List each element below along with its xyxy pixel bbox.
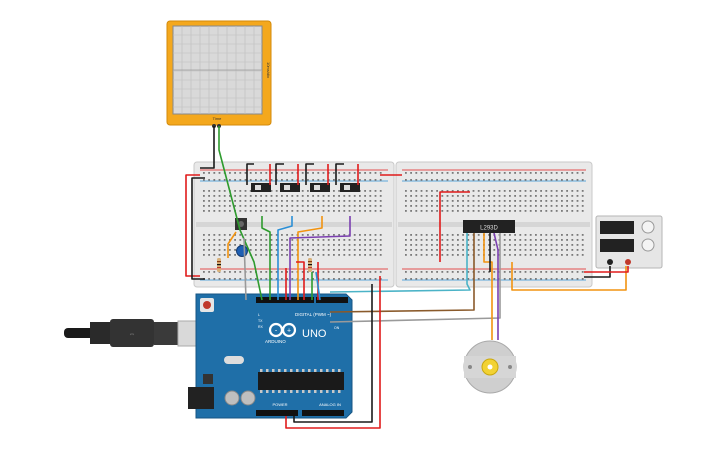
wire-scope-black bbox=[200, 126, 215, 169]
arduino-logo: - + bbox=[268, 322, 297, 338]
wire-button-orange bbox=[227, 231, 237, 258]
power-supply[interactable] bbox=[595, 215, 663, 269]
power-supply-pos-terminal[interactable] bbox=[625, 259, 631, 265]
atmega-chip-pins bbox=[260, 369, 341, 393]
wire-psu-black bbox=[584, 266, 611, 278]
wire-arduino-5v-red bbox=[285, 276, 381, 429]
wire-switch4-purple bbox=[289, 216, 351, 300]
wire-psu-orange bbox=[511, 262, 627, 291]
wire-ic-teal bbox=[329, 233, 471, 293]
digital-header-label: DIGITAL (PWM ~) bbox=[295, 312, 332, 317]
wire-left-red-loop bbox=[185, 174, 200, 277]
wire-switch3-black bbox=[305, 163, 314, 185]
resistor-left[interactable] bbox=[217, 258, 221, 272]
power-header-label: POWER bbox=[272, 402, 287, 407]
slide-switch-1[interactable] bbox=[251, 183, 271, 192]
motor-driver-ic[interactable]: L293D bbox=[463, 220, 515, 233]
resistor-middle[interactable] bbox=[308, 258, 312, 272]
svg-text:+: + bbox=[287, 328, 291, 335]
wire-switch4-black bbox=[335, 163, 344, 185]
arduino-model: UNO bbox=[302, 328, 327, 340]
dc-motor[interactable] bbox=[463, 340, 517, 394]
wire-arduino-gnd-black bbox=[293, 284, 373, 423]
wire-led-gray bbox=[243, 237, 247, 301]
wire-ic-brown bbox=[329, 233, 475, 313]
tx-label: TX bbox=[258, 319, 263, 323]
svg-text:-: - bbox=[275, 328, 278, 335]
wire-switch2-black bbox=[275, 163, 284, 185]
wire-ic-orange-motor bbox=[483, 233, 493, 340]
wire-mid-blue bbox=[315, 271, 321, 301]
breadboard-left[interactable] bbox=[193, 161, 395, 288]
wire-psu-red bbox=[584, 266, 629, 273]
wire-ic-gray bbox=[329, 233, 501, 323]
wires[interactable] bbox=[185, 126, 629, 429]
slide-switch-4[interactable] bbox=[340, 183, 360, 192]
wire-left-black-loop bbox=[191, 177, 205, 280]
power-supply-neg-terminal[interactable] bbox=[607, 259, 613, 265]
wire-mid-red bbox=[296, 261, 305, 300]
reset-button[interactable] bbox=[203, 301, 211, 309]
arduino-brand: ARDUINO bbox=[265, 339, 286, 344]
wire-ic-purple-motor bbox=[493, 232, 499, 340]
oscilloscope-xlabel: Time bbox=[213, 116, 223, 121]
oscilloscope-ylabel: 10ms/div bbox=[266, 62, 271, 78]
on-led-label: ON bbox=[334, 326, 340, 330]
oscilloscope-grid bbox=[173, 26, 262, 114]
slide-switch-3[interactable] bbox=[310, 183, 330, 192]
l-led-label: L bbox=[258, 313, 260, 317]
wire-switch1-red bbox=[246, 163, 254, 185]
svg-text:⇔: ⇔ bbox=[129, 331, 136, 338]
ic-label: L293D bbox=[480, 226, 498, 232]
slide-switch-2[interactable] bbox=[280, 183, 300, 192]
analog-header-label: ANALOG IN bbox=[319, 402, 341, 407]
wire-switch2-blue bbox=[277, 216, 293, 300]
wire-switch3-orange bbox=[297, 216, 323, 300]
oscilloscope[interactable]: 10ms/div Time bbox=[166, 20, 272, 128]
arduino-uno[interactable]: DIGITAL (PWM ~) TX RX L - + ARDUINO UNO … bbox=[188, 293, 353, 419]
rx-label: RX bbox=[258, 325, 264, 329]
wire-ic-red bbox=[439, 191, 470, 262]
usb-cable: ⇔ bbox=[64, 319, 207, 347]
wire-switch1-green bbox=[261, 216, 271, 300]
wire-scope-green bbox=[218, 126, 263, 301]
blue-led[interactable] bbox=[236, 245, 248, 257]
